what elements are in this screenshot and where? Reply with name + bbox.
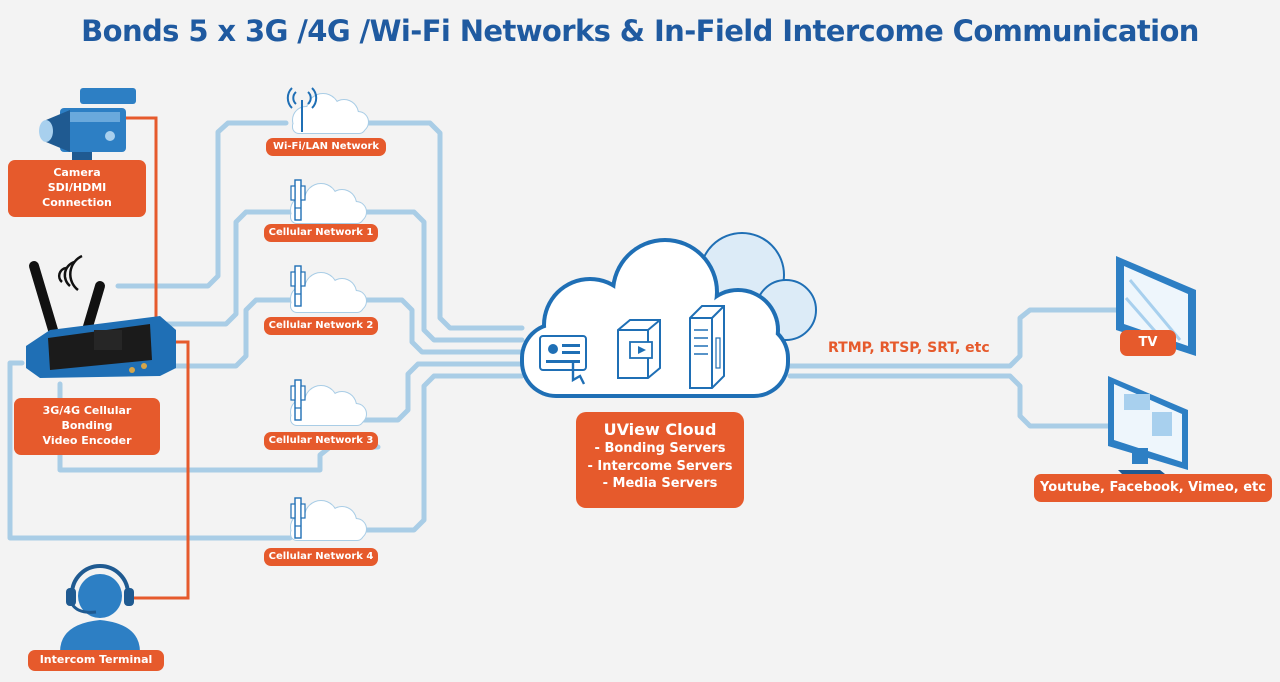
cellular-network-3-label: Cellular Network 3 bbox=[264, 432, 378, 450]
cloud-item-bonding: - Bonding Servers bbox=[594, 441, 726, 456]
tv-label: TV bbox=[1120, 330, 1176, 356]
video-camera-icon bbox=[39, 88, 136, 162]
link-cell3-cloud bbox=[359, 361, 525, 423]
wifi-network-label: Wi-Fi/LAN Network bbox=[266, 138, 386, 156]
wifi-network-cloud bbox=[292, 93, 369, 134]
link-wifi-cloud bbox=[355, 120, 525, 331]
web-platforms-label: Youtube, Facebook, Vimeo, etc bbox=[1034, 474, 1272, 502]
link-cell1-cloud bbox=[357, 209, 525, 343]
server-rack-icon bbox=[689, 305, 725, 389]
media-server-icon bbox=[617, 319, 661, 379]
cell-tower-icon bbox=[290, 379, 306, 421]
cloud-item-media: - Media Servers bbox=[602, 476, 718, 492]
camera-label-line1: Camera bbox=[53, 166, 101, 179]
link-encoder-cell4 bbox=[7, 360, 293, 541]
intercom-panel-icon bbox=[539, 335, 587, 385]
uview-cloud-title: UView Cloud bbox=[603, 420, 717, 439]
page-title: Bonds 5 x 3G /4G /Wi-Fi Networks & In-Fi… bbox=[81, 14, 1199, 48]
camera-label-line2: SDI/HDMI Connection bbox=[42, 180, 112, 209]
encoder-label: 3G/4G Cellular Bonding Video Encoder bbox=[14, 398, 160, 455]
cloud-item-intercom: - Intercome Servers bbox=[587, 458, 733, 474]
uview-cloud-label: UView Cloud - Bonding Servers - Intercom… bbox=[576, 412, 744, 508]
link-encoder-cell2 bbox=[155, 297, 293, 369]
encoder-icon bbox=[26, 254, 176, 378]
network-links bbox=[7, 120, 1125, 541]
intercom-label: Intercom Terminal bbox=[28, 650, 164, 671]
cellular-network-2-label: Cellular Network 2 bbox=[264, 317, 378, 335]
intercom-wiring bbox=[126, 116, 190, 600]
link-encoder-cell1 bbox=[115, 209, 293, 327]
link-cell2-cloud bbox=[357, 297, 525, 355]
uview-cloud bbox=[520, 232, 817, 398]
camera-label: Camera SDI/HDMI Connection bbox=[8, 160, 146, 217]
headset-user-icon bbox=[60, 564, 140, 652]
link-cloud-tv bbox=[787, 307, 1125, 369]
encoder-label-line1: 3G/4G Cellular Bonding bbox=[42, 404, 132, 432]
link-encoder-wifi bbox=[115, 120, 289, 289]
cell-tower-icon bbox=[290, 497, 306, 539]
protocols-label: RTMP, RTSP, SRT, etc bbox=[828, 340, 990, 356]
monitor-icon bbox=[1108, 376, 1188, 478]
link-cell4-cloud bbox=[357, 373, 525, 533]
link-cloud-web bbox=[787, 373, 1113, 429]
cellular-network-1-label: Cellular Network 1 bbox=[264, 224, 378, 242]
wifi-antenna-icon bbox=[286, 87, 318, 132]
cell-tower-icon bbox=[290, 265, 306, 307]
cell-tower-icon bbox=[290, 179, 306, 221]
wire-encoder-intercom bbox=[126, 340, 190, 600]
encoder-label-line2: Video Encoder bbox=[42, 433, 132, 447]
cellular-network-4-label: Cellular Network 4 bbox=[264, 548, 378, 566]
wire-camera-encoder bbox=[126, 116, 158, 318]
